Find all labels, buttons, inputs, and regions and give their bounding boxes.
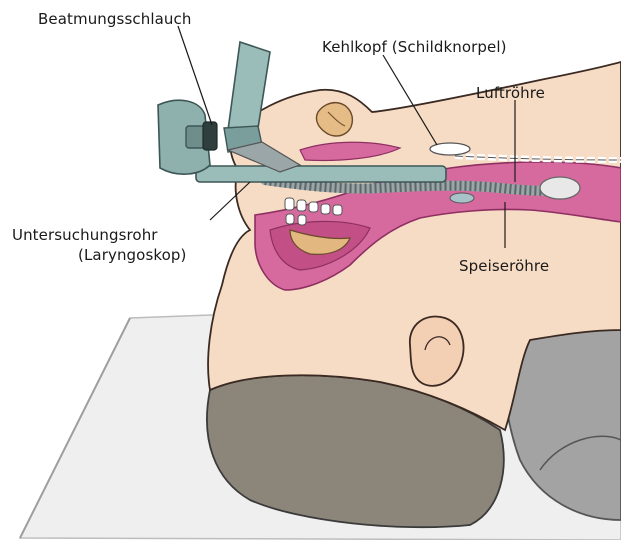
laryngoscope-blade xyxy=(196,166,446,182)
label-laryngoscope-line2: (Laryngoskop) xyxy=(78,246,186,264)
connector-ring xyxy=(203,122,217,150)
label-esophagus: Speiseröhre xyxy=(459,257,549,275)
label-larynx: Kehlkopf (Schildknorpel) xyxy=(322,38,507,56)
tube-cuff xyxy=(540,177,580,199)
esophagus-entry xyxy=(450,193,474,203)
label-ventilation-tube: Beatmungsschlauch xyxy=(38,10,191,28)
larynx-shape xyxy=(430,143,470,155)
label-trachea: Luftröhre xyxy=(476,84,545,102)
label-laryngoscope-line1: Untersuchungsrohr xyxy=(12,226,158,244)
